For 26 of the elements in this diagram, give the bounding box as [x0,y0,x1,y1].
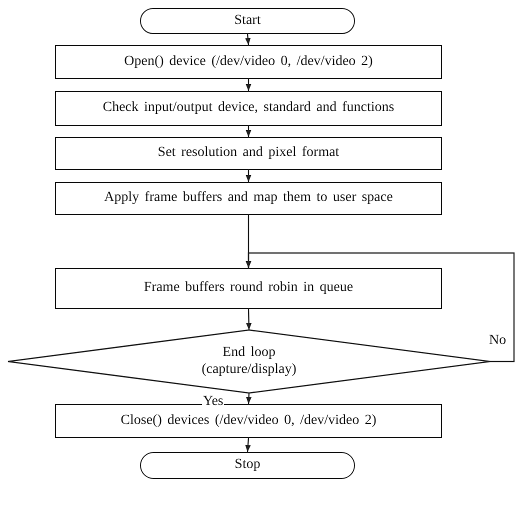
arrow [246,79,252,91]
arrow [245,438,251,452]
decision-diamond [8,330,490,393]
arrow [246,126,252,137]
arrow [245,34,251,46]
arrow [246,252,515,362]
arrow [246,308,252,330]
arrow [246,392,252,404]
box-text: Frame buffers round robin in queue [144,280,354,297]
box-text: Stop [234,457,260,474]
process-box [55,45,442,79]
terminal-box [140,8,355,34]
box-text: Set resolution and pixel format [158,145,340,162]
process-box [55,268,442,309]
box-text: Apply frame buffers and map them to user space [104,190,393,207]
process-box [55,182,442,215]
box-text: Close() devices (/dev/video 0, /dev/video 2) [120,412,376,430]
terminal-box [140,452,355,479]
process-box [55,137,442,170]
process-box [55,404,442,438]
box-text: Check input/output device, standard and functions [102,100,394,117]
process-box [55,91,442,126]
box-text: Start [234,12,261,30]
box-text: Open() device (/dev/video 0, /dev/video 2) [124,54,373,70]
arrow [246,170,252,182]
decision-text: End loop (capture/display) [200,345,298,378]
